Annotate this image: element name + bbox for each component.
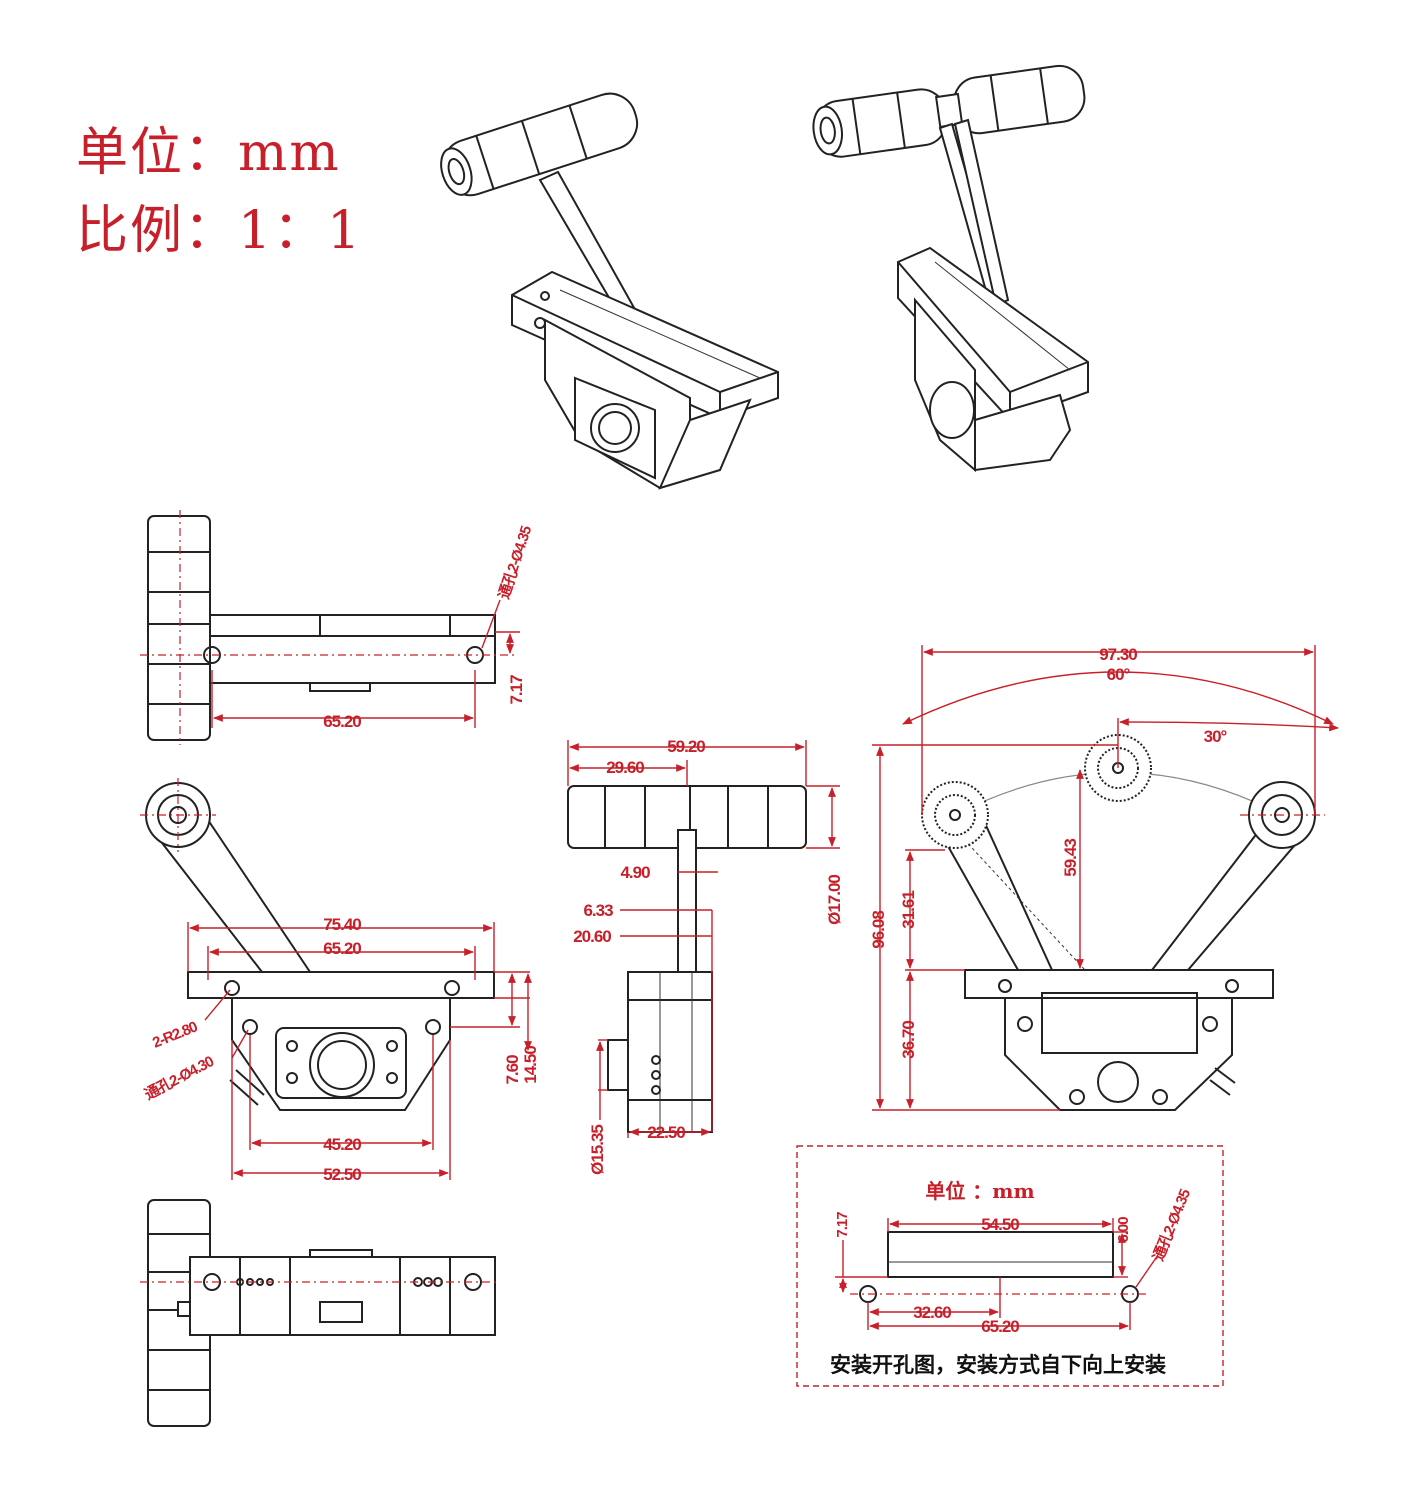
- arc-angle-half: 30°: [1204, 727, 1228, 746]
- unit-label: 单位：: [76, 123, 239, 183]
- front-height-b: 14.50: [521, 1046, 540, 1084]
- scale-label: 比例：: [76, 201, 239, 261]
- scale-value: 1：1: [238, 201, 363, 261]
- side-base: 22.50: [647, 1123, 685, 1142]
- unit-line: 单位：mm: [76, 110, 341, 185]
- arc-height-upper: 31.61: [899, 891, 918, 929]
- side-grip-dia: Ø17.00: [825, 875, 844, 925]
- top-length-dim: 65.20: [323, 712, 361, 731]
- front-bottom-inner: 45.20: [323, 1135, 361, 1154]
- front-width-holes: 65.20: [323, 939, 361, 958]
- arc-view: [872, 645, 1339, 1111]
- cutout-note: 安装开孔图，安装方式自下向上安装: [830, 1353, 1166, 1377]
- arc-height-lower: 36.70: [899, 1021, 918, 1059]
- isometric-view-right: [812, 64, 1089, 473]
- side-knob-dia: Ø15.35: [588, 1125, 607, 1175]
- cutout-slot-width: 6.00: [1115, 1217, 1132, 1243]
- cutout-offset: 7.17: [834, 1212, 851, 1238]
- front-view: [140, 778, 532, 1180]
- side-step: 6.33: [583, 901, 613, 920]
- arc-height-pivot: 59.43: [1061, 839, 1080, 877]
- side-view: [567, 740, 840, 1138]
- top-hole-note: 通孔2-Ø4.35: [496, 524, 536, 601]
- isometric-view-left: [440, 92, 779, 490]
- bottom-view: [140, 1199, 500, 1427]
- cutout-hole-note: 通孔2-Ø4.35: [1150, 1187, 1194, 1264]
- top-offset-dim: 7.17: [507, 675, 526, 705]
- front-width-outer: 75.40: [323, 915, 361, 934]
- arc-width: 97.30: [1099, 645, 1137, 664]
- side-overall: 59.20: [667, 737, 705, 756]
- front-bottom-outer: 52.50: [323, 1165, 361, 1184]
- top-view: [140, 510, 520, 745]
- cutout-spacing: 65.20: [981, 1317, 1019, 1336]
- unit-value: mm: [238, 123, 341, 183]
- cutout-drawing: [796, 1145, 1224, 1387]
- front-radius-dim: 2-R2.80: [150, 1018, 200, 1051]
- scale-line: 比例：1：1: [76, 188, 362, 263]
- cutout-unit: 单位 ：mm: [925, 1179, 1034, 1203]
- arc-angle-full: 60°: [1107, 665, 1131, 684]
- side-shaft: 4.90: [620, 863, 650, 882]
- front-height-a: 7.60: [503, 1055, 522, 1085]
- cutout-center: 32.60: [913, 1303, 951, 1322]
- arc-height-total: 96.08: [869, 911, 888, 949]
- side-grip-half: 29.60: [606, 758, 644, 777]
- front-hole-note: 通孔2-Ø4.30: [142, 1053, 217, 1104]
- side-offset: 20.60: [573, 927, 611, 946]
- cutout-slot-length: 54.50: [981, 1215, 1019, 1234]
